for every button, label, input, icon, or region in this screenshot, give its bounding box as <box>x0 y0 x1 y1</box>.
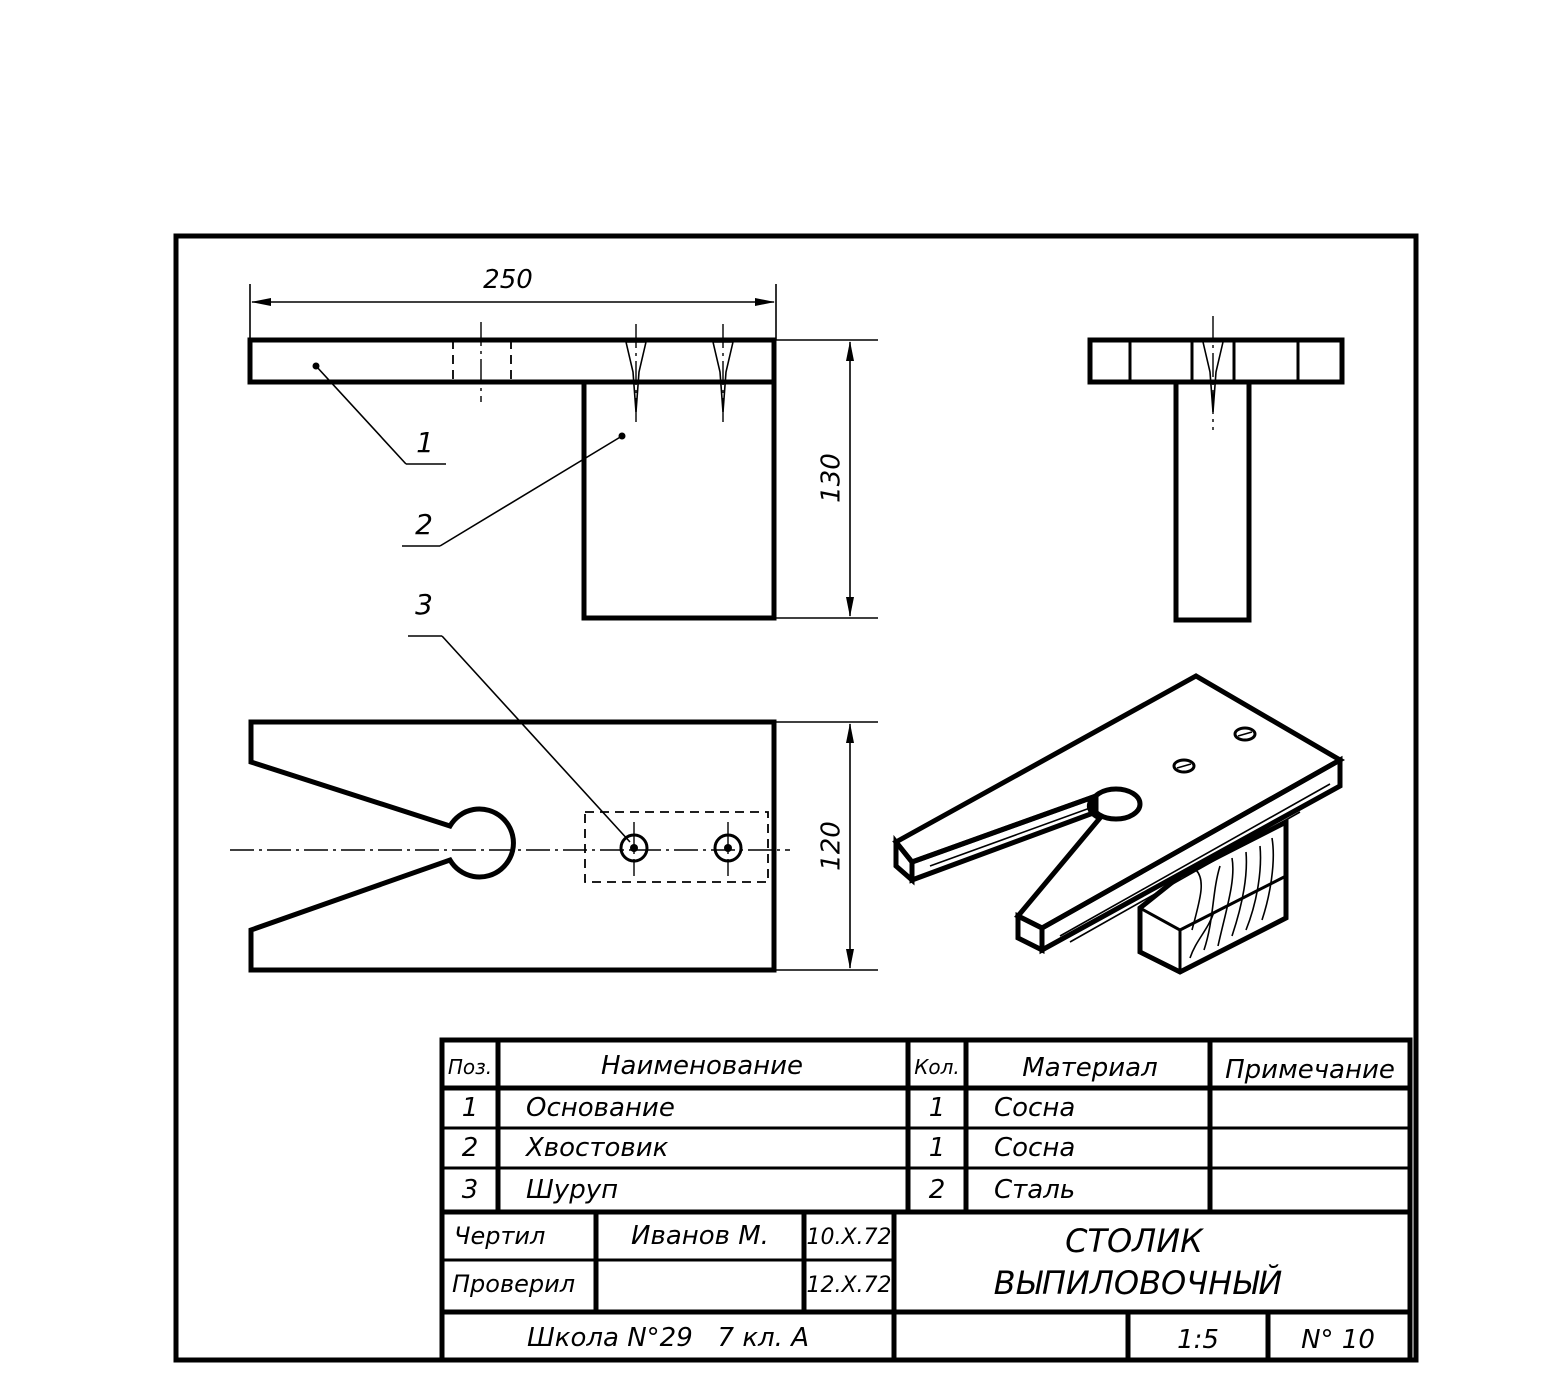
tail-piece-hidden <box>584 811 769 883</box>
drawn-label: Чертил <box>454 1222 545 1250</box>
table-row: 2 Хвостовик 1 Сосна <box>462 1133 1076 1163</box>
svg-text:1: 1 <box>462 1093 479 1123</box>
screw-hidden-1 <box>625 324 647 424</box>
dimension-130: 130 <box>774 339 878 619</box>
dimension-120-label: 120 <box>817 821 847 871</box>
drawn-by: Иванов М. <box>631 1221 769 1251</box>
tail-piece-front <box>581 379 777 621</box>
svg-text:Сталь: Сталь <box>994 1175 1075 1205</box>
title-line-1: СТОЛИК <box>1065 1222 1204 1260</box>
svg-text:2: 2 <box>929 1175 946 1205</box>
svg-text:1: 1 <box>929 1133 946 1163</box>
leader-1-label: 1 <box>416 426 434 459</box>
tail-piece-side <box>1173 379 1252 623</box>
screw-hole-2 <box>713 822 743 876</box>
iso-keyhole <box>1089 786 1143 822</box>
dimension-130-label: 130 <box>817 453 847 503</box>
dimension-120: 120 <box>774 721 878 971</box>
checked-label: Проверил <box>452 1270 575 1298</box>
isometric-view <box>892 673 1346 975</box>
checked-date: 12.X.72 <box>806 1273 891 1298</box>
header-note: Примечание <box>1225 1055 1395 1085</box>
drawn-date: 10.X.72 <box>806 1225 891 1250</box>
sheet-number: N° 10 <box>1301 1325 1375 1355</box>
iso-screw-2 <box>1233 726 1257 742</box>
leader-1: 1 <box>312 362 446 465</box>
wood-grain <box>1189 837 1275 959</box>
header-qty: Кол. <box>914 1055 960 1079</box>
dimension-250: 250 <box>249 265 777 340</box>
iso-board-top <box>892 673 1346 931</box>
svg-text:Основание: Основание <box>526 1093 675 1123</box>
dimension-250-label: 250 <box>483 265 533 295</box>
header-name: Наименование <box>601 1051 803 1081</box>
leader-2: 2 <box>402 432 626 547</box>
leader-3-label: 3 <box>415 588 433 621</box>
top-view: 120 3 <box>230 588 878 973</box>
base-board-top-outline <box>248 719 777 973</box>
screw-hidden-2 <box>712 324 734 424</box>
svg-text:2: 2 <box>462 1133 479 1163</box>
title-line-2: ВЫПИЛОВОЧНЫЙ <box>994 1264 1283 1302</box>
header-material: Материал <box>1022 1053 1157 1083</box>
side-view <box>1087 316 1345 623</box>
svg-text:Сосна: Сосна <box>994 1133 1075 1163</box>
leader-2-label: 2 <box>415 508 433 541</box>
table-row: 3 Шуруп 2 Сталь <box>462 1175 1075 1205</box>
scale: 1:5 <box>1177 1325 1219 1355</box>
header-pos: Поз. <box>448 1055 492 1079</box>
title-block: Поз. Наименование Кол. Материал Примечан… <box>439 1037 1413 1363</box>
screw-hole-1 <box>619 822 649 876</box>
school-label: Школа N°29 7 кл. А <box>527 1323 809 1353</box>
svg-text:3: 3 <box>462 1175 479 1205</box>
svg-text:Хвостовик: Хвостовик <box>524 1133 669 1163</box>
svg-text:1: 1 <box>929 1093 946 1123</box>
leader-3: 3 <box>408 588 631 843</box>
iso-screw-1 <box>1172 758 1196 774</box>
svg-text:Шуруп: Шуруп <box>526 1175 618 1205</box>
front-view: 250 130 1 2 <box>247 265 878 621</box>
table-row: 1 Основание 1 Сосна <box>462 1093 1076 1123</box>
svg-text:Сосна: Сосна <box>994 1093 1075 1123</box>
base-board-front <box>247 337 777 385</box>
